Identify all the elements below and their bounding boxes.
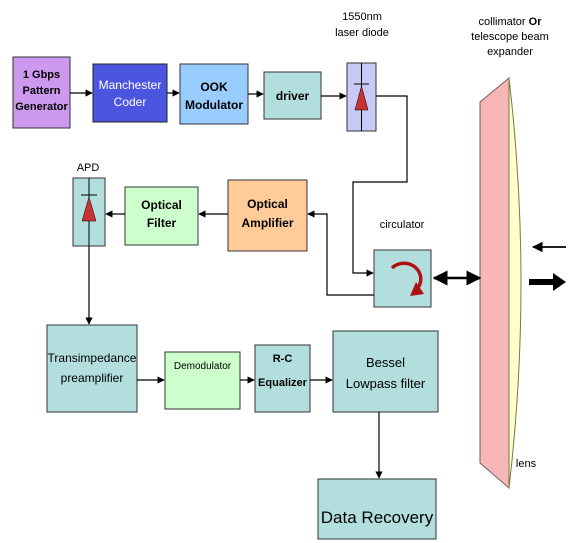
- circulator-label: circulator: [380, 219, 425, 231]
- collimator-label-line1: collimator Or: [479, 16, 543, 28]
- lens-body: [479, 76, 510, 490]
- rc-line2: Equalizer: [258, 377, 308, 389]
- optical-amplifier-block: Optical Amplifier: [227, 179, 308, 252]
- data-recovery-label: Data Recovery: [321, 508, 434, 527]
- transimpedance-block: Transimpedance preamplifier: [46, 324, 138, 413]
- pattern-generator-line2: Pattern: [23, 85, 61, 97]
- laser-diode-line1: 1550nm: [342, 11, 382, 23]
- driver-block: driver: [263, 71, 322, 120]
- optical-filter-line1: Optical: [141, 198, 182, 212]
- apd-diode-icon: [81, 196, 97, 222]
- optical-filter-block: Optical Filter: [124, 186, 199, 246]
- collimator-lens: [479, 76, 522, 490]
- data-recovery-block: Data Recovery: [317, 478, 437, 540]
- pattern-generator-line1: 1 Gbps: [23, 69, 60, 81]
- optical-amp-line1: Optical: [247, 197, 288, 211]
- line-circulator-to-amplifier: [307, 210, 374, 296]
- pattern-generator-block: 1 Gbps Pattern Generator: [12, 56, 71, 129]
- circulator-icon: [390, 261, 423, 292]
- manchester-coder-block: Manchester Coder: [92, 63, 168, 123]
- driver-label: driver: [276, 89, 310, 103]
- manchester-line1: Manchester: [99, 78, 162, 92]
- rc-equalizer-block: R-C Equalizer: [254, 344, 311, 413]
- collimator-label-line3: expander: [487, 46, 533, 58]
- demodulator-block: Demodulator: [164, 351, 241, 410]
- lens-curved-face: [508, 77, 522, 489]
- tia-line2: preamplifier: [61, 371, 124, 385]
- manchester-line2: Coder: [114, 95, 147, 109]
- demodulator-label: Demodulator: [174, 361, 232, 372]
- laser-diode-line2: laser diode: [335, 27, 389, 39]
- outgoing-beam-arrow: [529, 273, 566, 291]
- laser-diode-box: [346, 62, 377, 132]
- laser-diode-icon: [354, 85, 369, 111]
- apd-box: [72, 177, 106, 247]
- optical-filter-line2: Filter: [147, 216, 177, 230]
- ook-modulator-block: OOK Modulator: [179, 63, 249, 125]
- rc-line1: R-C: [273, 353, 293, 365]
- pattern-generator-line3: Generator: [15, 101, 68, 113]
- bessel-line2: Lowpass filter: [346, 376, 426, 391]
- optical-amp-line2: Amplifier: [241, 216, 293, 230]
- tia-line1: Transimpedance: [48, 351, 137, 365]
- line-laser-to-circulator: [352, 95, 408, 277]
- ook-line2: Modulator: [185, 98, 243, 112]
- circulator-box: [373, 249, 432, 308]
- free-space-arrows: [529, 241, 566, 291]
- apd-label: APD: [77, 162, 100, 174]
- bessel-line1: Bessel: [366, 355, 405, 370]
- lens-label: lens: [516, 458, 537, 470]
- connector-lines: [70, 89, 408, 479]
- collimator-label-line2: telescope beam: [471, 31, 549, 43]
- bessel-filter-block: Bessel Lowpass filter: [332, 330, 439, 413]
- ook-line1: OOK: [200, 80, 228, 94]
